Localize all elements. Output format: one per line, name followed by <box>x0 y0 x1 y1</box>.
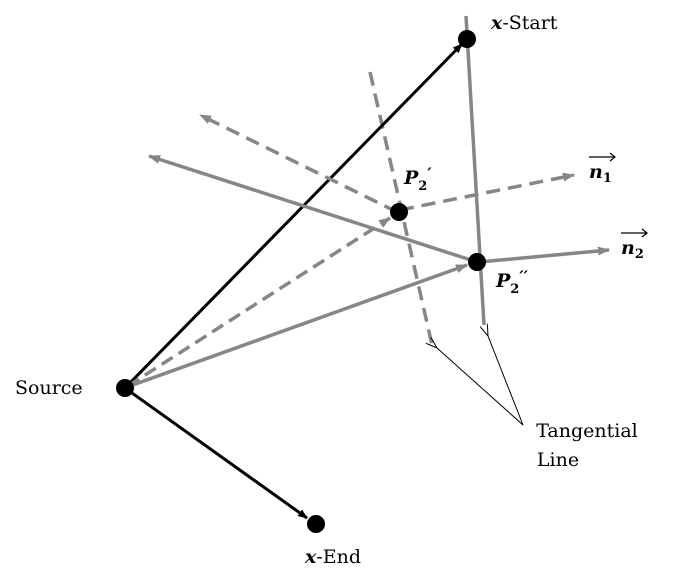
ray-source-to-p2-prime <box>127 216 391 388</box>
label-x-start: x-Start <box>490 12 558 34</box>
label-n2: n2 <box>621 228 648 262</box>
reflected-ray-p2-double-prime <box>148 154 478 264</box>
reflected-ray-p2-prime <box>199 113 398 214</box>
point-p2-prime <box>390 203 408 221</box>
normal-vector-n2 <box>478 246 610 264</box>
label-source: Source <box>15 377 83 399</box>
label-p2-double-prime: P2′′ <box>495 267 529 297</box>
point-p2-double-prime <box>468 253 486 271</box>
svg-text:n2: n2 <box>621 237 644 262</box>
normal-vector-n1 <box>399 172 575 212</box>
ray-source-to-x-start <box>123 42 464 390</box>
annotation-arrow-solid <box>488 336 524 426</box>
svg-text:n1: n1 <box>589 161 612 186</box>
label-x-end: x-End <box>304 546 361 568</box>
ray-source-to-p2-double-prime <box>129 263 468 388</box>
point-x-end <box>307 515 325 533</box>
ray-source-to-x-end <box>124 386 308 520</box>
label-p2-prime: P2′ <box>403 164 432 194</box>
annotation-arrow-dashed <box>437 348 524 426</box>
point-x-start <box>458 30 476 48</box>
tangential-line-solid <box>464 15 486 326</box>
label-tangential-line: Tangential Line <box>536 420 644 471</box>
point-source <box>116 379 134 397</box>
label-n1: n1 <box>589 152 616 186</box>
